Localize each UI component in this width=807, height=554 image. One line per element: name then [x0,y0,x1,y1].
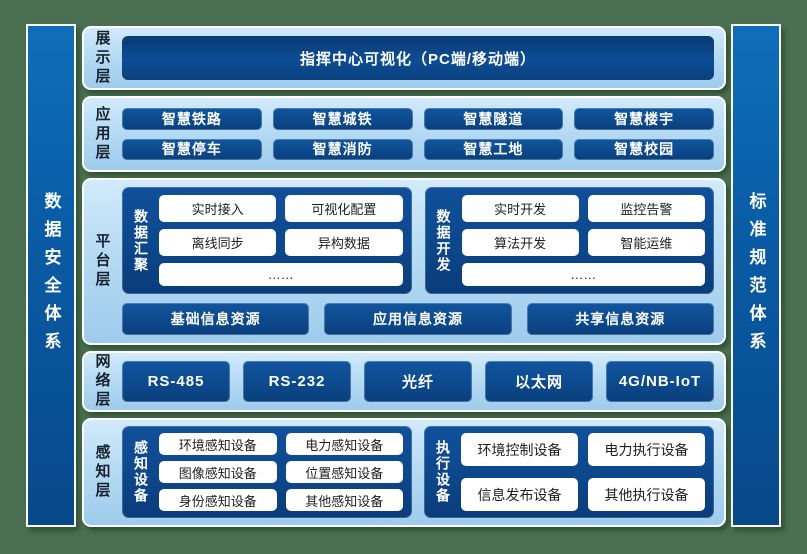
chip-other-actuator: 其他执行设备 [588,478,705,511]
network-box-4g-nbiot: 4G/NB-IoT [606,361,714,402]
data-aggregation-group-label: 数据汇聚 [133,208,149,273]
actuator-devices-chips: 环境控制设备 电力执行设备 信息发布设备 其他执行设备 [461,433,705,511]
chip-env-control: 环境控制设备 [461,433,578,466]
platform-layer-label: 平台层 [93,233,111,290]
standard-spec-system-bar: 标准规范体系 [731,24,781,527]
data-security-system-bar: 数据安全体系 [26,24,76,527]
perception-layer-panel: 感知层 感知设备 环境感知设备 电力感知设备 图像感知设备 位置感知设备 身份感… [82,418,726,527]
app-box-smart-metro: 智慧城铁 [272,108,413,130]
shared-info-resource-box: 共享信息资源 [526,303,714,335]
network-box-rs485: RS-485 [122,361,230,402]
chip-offline-sync: 离线同步 [159,229,277,256]
network-box-fiber: 光纤 [364,361,472,402]
chip-power-sensing: 电力感知设备 [285,433,403,455]
chip-identity-sensing: 身份感知设备 [159,489,277,511]
chip-algorithm-dev: 算法开发 [461,229,579,256]
app-box-smart-tunnel: 智慧隧道 [423,108,564,130]
platform-groups-row: 数据汇聚 实时接入 可视化配置 离线同步 异构数据 …… 数据开发 实时开发 监… [122,187,714,294]
display-layer-panel: 展示层 指挥中心可视化（PC端/移动端） [82,26,726,90]
data-development-group: 数据开发 实时开发 监控告警 算法开发 智能运维 …… [424,187,714,294]
application-layer-panel: 应用层 智慧铁路 智慧城铁 智慧隧道 智慧楼宇 智慧停车 智慧消防 智慧工地 智… [82,96,726,172]
application-layer-content: 智慧铁路 智慧城铁 智慧隧道 智慧楼宇 智慧停车 智慧消防 智慧工地 智慧校园 [120,98,724,170]
network-box-rs232: RS-232 [243,361,351,402]
display-layer-label: 展示层 [93,29,111,87]
sensing-devices-chips: 环境感知设备 电力感知设备 图像感知设备 位置感知设备 身份感知设备 其他感知设… [159,433,403,511]
chip-other-sensing: 其他感知设备 [285,489,403,511]
actuator-devices-group-label: 执行设备 [435,440,451,504]
chip-power-actuator: 电力执行设备 [588,433,705,466]
perception-layer-label: 感知层 [93,444,111,501]
perception-layer-content: 感知设备 环境感知设备 电力感知设备 图像感知设备 位置感知设备 身份感知设备 … [120,420,724,525]
network-layer-panel: 网络层 RS-485 RS-232 光纤 以太网 4G/NB-IoT [82,351,726,412]
chip-heterogeneous-data: 异构数据 [285,229,403,256]
application-layer-label: 应用层 [93,105,111,163]
platform-layer-content: 数据汇聚 实时接入 可视化配置 离线同步 异构数据 …… 数据开发 实时开发 监… [120,180,724,343]
chip-realtime-access: 实时接入 [159,195,277,222]
app-box-smart-railway: 智慧铁路 [122,108,262,130]
app-box-smart-building: 智慧楼宇 [574,108,714,130]
chip-visual-config: 可视化配置 [285,195,403,222]
app-box-smart-parking: 智慧停车 [122,138,262,160]
chip-aggregation-more: …… [159,263,403,286]
network-layer-label: 网络层 [93,353,111,410]
actuator-devices-group: 执行设备 环境控制设备 电力执行设备 信息发布设备 其他执行设备 [424,426,714,518]
display-layer-content: 指挥中心可视化（PC端/移动端） [120,28,724,88]
app-box-smart-firefighting: 智慧消防 [272,138,413,160]
information-resources-row: 基础信息资源 应用信息资源 共享信息资源 [122,303,714,335]
data-development-chips: 实时开发 监控告警 算法开发 智能运维 …… [461,195,705,286]
chip-realtime-dev: 实时开发 [461,195,579,222]
platform-layer-panel: 平台层 数据汇聚 实时接入 可视化配置 离线同步 异构数据 …… 数据开发 [82,178,726,345]
data-development-group-label: 数据开发 [435,208,452,273]
sensing-devices-group: 感知设备 环境感知设备 电力感知设备 图像感知设备 位置感知设备 身份感知设备 … [122,426,412,518]
application-info-resource-box: 应用信息资源 [324,303,512,335]
app-box-smart-campus: 智慧校园 [574,138,714,160]
chip-env-sensing: 环境感知设备 [159,433,277,455]
chip-info-publish: 信息发布设备 [461,478,578,511]
data-aggregation-group: 数据汇聚 实时接入 可视化配置 离线同步 异构数据 …… [122,187,412,294]
sensing-devices-group-label: 感知设备 [133,440,149,504]
data-aggregation-chips: 实时接入 可视化配置 离线同步 异构数据 …… [159,195,403,286]
basic-info-resource-box: 基础信息资源 [122,303,310,335]
chip-position-sensing: 位置感知设备 [285,461,403,483]
network-layer-content: RS-485 RS-232 光纤 以太网 4G/NB-IoT [120,353,724,410]
command-center-visualization-box: 指挥中心可视化（PC端/移动端） [122,36,714,80]
chip-monitor-alert: 监控告警 [587,195,705,222]
chip-image-sensing: 图像感知设备 [159,461,277,483]
app-box-smart-construction: 智慧工地 [423,138,564,160]
network-box-ethernet: 以太网 [485,361,593,402]
chip-development-more: …… [461,263,705,286]
chip-intelligent-ops: 智能运维 [587,229,705,256]
